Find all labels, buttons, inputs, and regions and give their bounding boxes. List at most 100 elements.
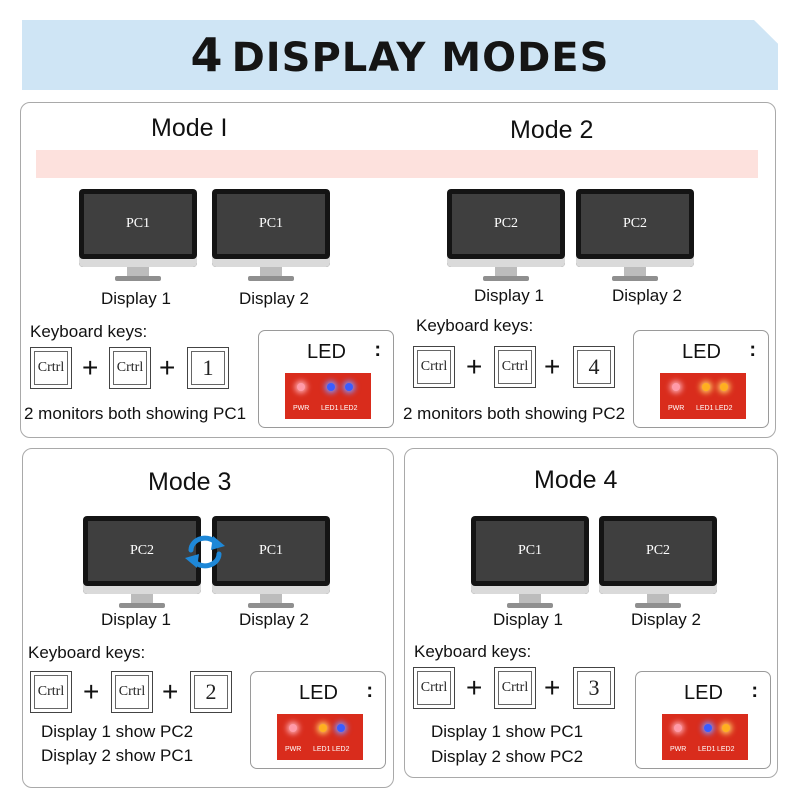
led-label: LED [307, 341, 346, 363]
led-panel: PWR LED1 LED2 [660, 373, 746, 419]
monitor-foot [248, 276, 294, 281]
led-indicator-box: LED : PWR LED1 LED2 [250, 671, 386, 769]
mode-description: Display 2 show PC1 [41, 746, 194, 765]
display-label: Display 1 [101, 289, 171, 308]
pwr-led-icon [674, 724, 682, 732]
led-panel: PWR LED1 LED2 [285, 373, 371, 419]
monitor-screen: PC1 [84, 194, 192, 254]
title-text: DISPLAY MODES [231, 35, 610, 81]
pwr-label: PWR [293, 405, 310, 412]
key-ctrl: Crtrl [494, 667, 536, 709]
plus-sign: + [544, 672, 561, 703]
mode-description: Display 1 show PC2 [41, 722, 194, 741]
led1-icon [704, 724, 712, 732]
keyboard-keys-label: Keyboard keys: [414, 642, 532, 661]
led2-icon [345, 383, 353, 391]
monitor-stand [260, 267, 282, 277]
key-number: 4 [573, 346, 615, 388]
key-ctrl: Crtrl [111, 671, 153, 713]
key-number: 3 [573, 667, 615, 709]
monitor-foot [507, 603, 553, 608]
title-banner [22, 20, 778, 90]
led2-label: LED2 [715, 405, 733, 412]
monitor-foot [635, 603, 681, 608]
led1-icon [327, 383, 335, 391]
monitor-screen: PC2 [581, 194, 689, 254]
led2-label: LED2 [340, 405, 358, 412]
title-number: 4 [190, 28, 224, 82]
plus-sign: + [159, 352, 176, 383]
plus-sign: + [83, 676, 100, 707]
monitor: PC2 [83, 516, 201, 612]
plus-sign: + [82, 352, 99, 383]
led2-label: LED2 [332, 746, 350, 753]
display-label: Display 2 [631, 610, 701, 629]
monitor-stand [624, 267, 646, 277]
led1-icon [702, 383, 710, 391]
display-label: Display 2 [239, 289, 309, 308]
pwr-label: PWR [285, 746, 302, 753]
key-ctrl: Crtrl [30, 347, 72, 389]
monitor: PC2 [447, 189, 565, 285]
mode-description: 2 monitors both showing PC1 [24, 404, 247, 423]
monitor-foot [248, 603, 294, 608]
monitor-foot [612, 276, 658, 281]
monitor-foot [119, 603, 165, 608]
monitor: PC2 [576, 189, 694, 285]
key-ctrl: Crtrl [413, 667, 455, 709]
led2-icon [722, 724, 730, 732]
led-panel: PWR LED1 LED2 [277, 714, 363, 760]
led-indicator-box: LED : PWR LED1 LED2 [633, 330, 769, 428]
monitor: PC1 [212, 516, 330, 612]
plus-sign: + [466, 351, 483, 382]
keyboard-keys-label: Keyboard keys: [416, 316, 534, 335]
monitor-stand [127, 267, 149, 277]
monitor-screen: PC1 [476, 521, 584, 581]
led1-icon [319, 724, 327, 732]
monitor-foot [483, 276, 529, 281]
monitor-stand [495, 267, 517, 277]
monitor-screen: PC1 [217, 521, 325, 581]
led2-label: LED2 [717, 746, 735, 753]
monitor-screen: PC2 [604, 521, 712, 581]
led-indicator-box: LED : PWR LED1 LED2 [258, 330, 394, 428]
led-colon: : [751, 680, 758, 702]
display-label: Display 2 [239, 610, 309, 629]
pwr-led-icon [297, 383, 305, 391]
pwr-label: PWR [668, 405, 685, 412]
led2-icon [720, 383, 728, 391]
mode-title: Mode 3 [148, 468, 232, 496]
led-colon: : [366, 680, 373, 702]
divider-strip [36, 150, 758, 178]
monitor-screen: PC1 [217, 194, 325, 254]
key-number: 2 [190, 671, 232, 713]
monitor: PC2 [599, 516, 717, 612]
led-panel: PWR LED1 LED2 [662, 714, 748, 760]
led-label: LED [684, 682, 723, 704]
display-label: Display 2 [612, 286, 682, 305]
swap-arrows-icon [185, 535, 225, 569]
monitor-stand [131, 594, 153, 604]
keyboard-keys-label: Keyboard keys: [30, 322, 148, 341]
monitor: PC1 [79, 189, 197, 285]
key-ctrl: Crtrl [494, 346, 536, 388]
mode-title: Mode 2 [510, 116, 594, 144]
pwr-led-icon [672, 383, 680, 391]
plus-sign: + [466, 672, 483, 703]
led1-label: LED1 [696, 405, 714, 412]
key-ctrl: Crtrl [30, 671, 72, 713]
display-label: Display 1 [474, 286, 544, 305]
monitor-foot [115, 276, 161, 281]
key-number: 1 [187, 347, 229, 389]
mode-description: Display 1 show PC1 [431, 722, 584, 741]
led2-icon [337, 724, 345, 732]
led-label: LED [299, 682, 338, 704]
display-label: Display 1 [493, 610, 563, 629]
display-label: Display 1 [101, 610, 171, 629]
keyboard-keys-label: Keyboard keys: [28, 643, 146, 662]
key-ctrl: Crtrl [109, 347, 151, 389]
key-ctrl: Crtrl [413, 346, 455, 388]
led1-label: LED1 [698, 746, 716, 753]
monitor-screen: PC2 [88, 521, 196, 581]
monitor: PC1 [471, 516, 589, 612]
